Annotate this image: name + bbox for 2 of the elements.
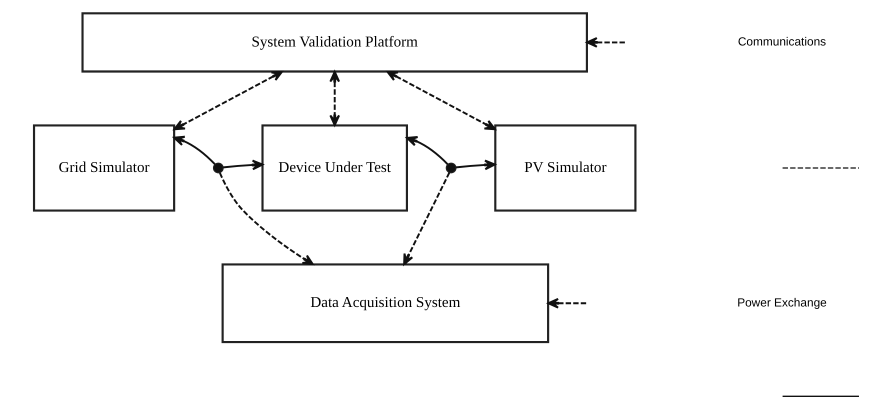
legend-label: Communications (737, 34, 826, 48)
legend-label: Power Exchange (736, 294, 826, 309)
